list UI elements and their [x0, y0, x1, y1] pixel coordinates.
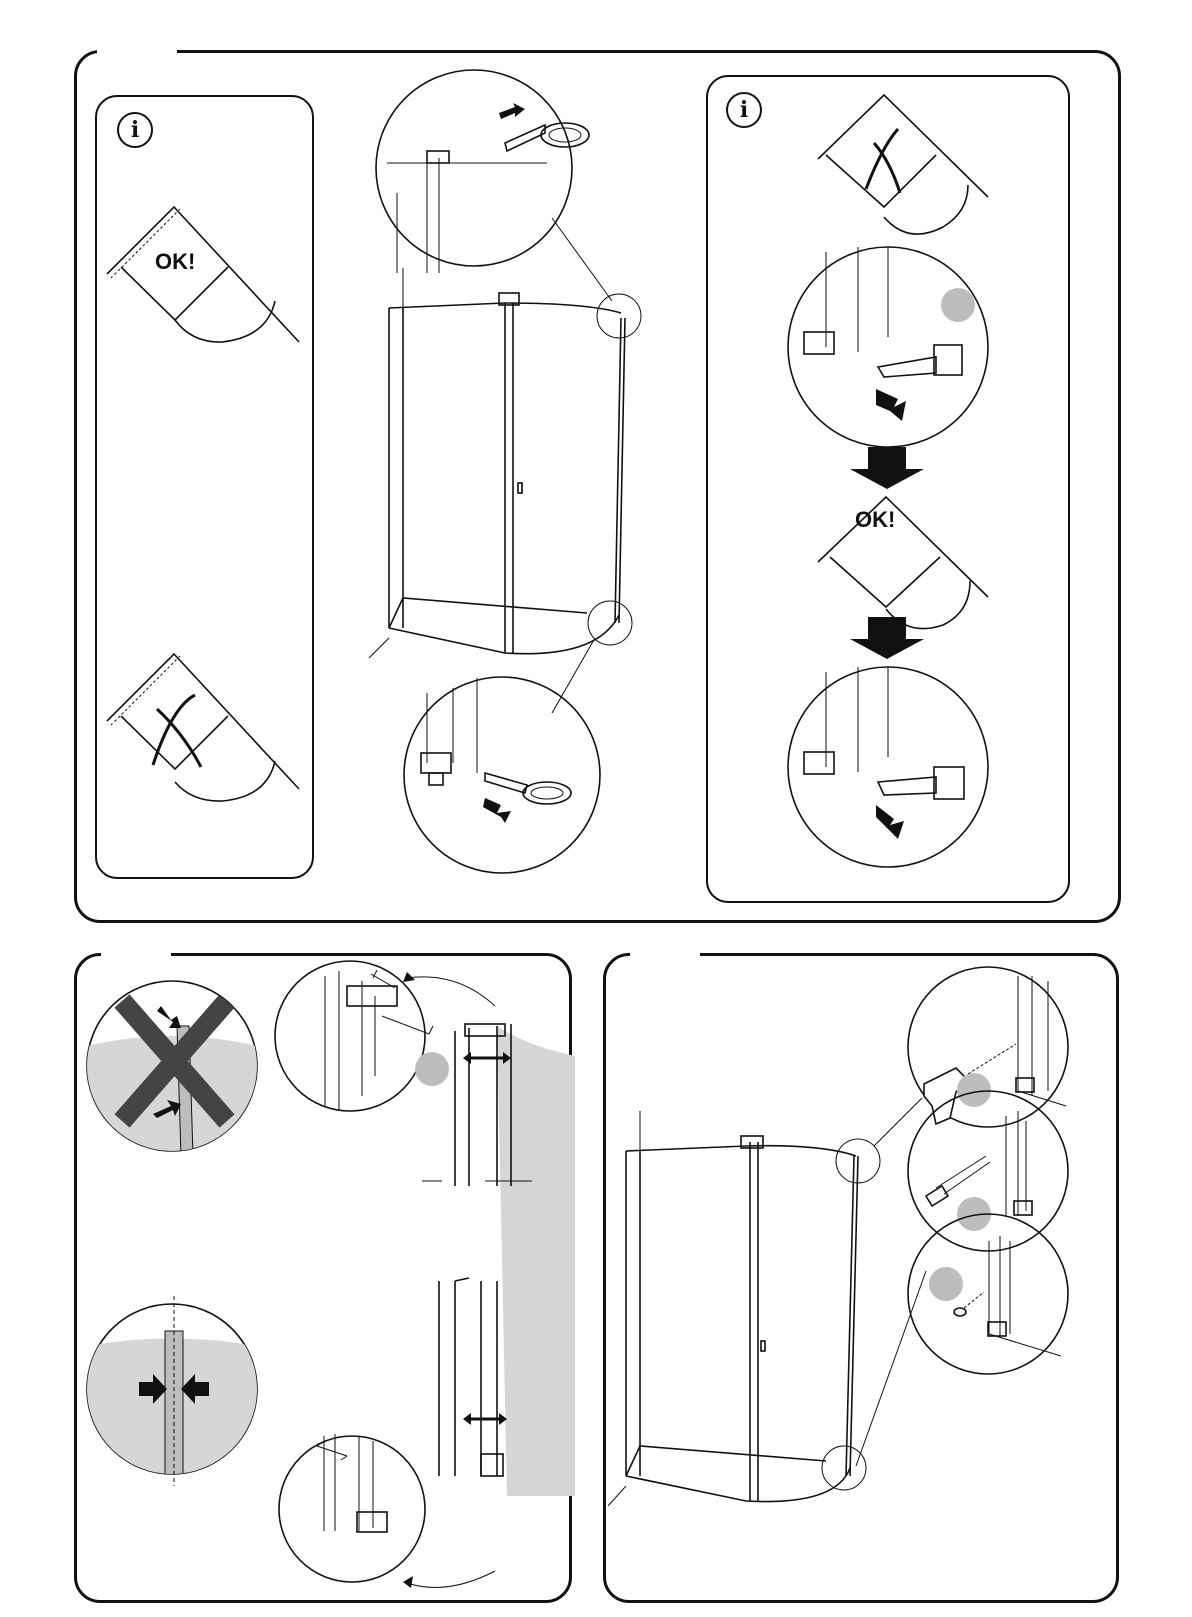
step-dot	[929, 1267, 963, 1301]
door-knob	[761, 1341, 765, 1351]
leader-bottom	[552, 638, 595, 713]
wedge-tool	[878, 777, 936, 795]
seal-adjustment-drawing	[77, 956, 575, 1606]
dowel-detail	[908, 1091, 1068, 1251]
detail-circle-bottom	[404, 677, 600, 873]
profile-lines-top	[387, 158, 547, 273]
enclosure-frame	[369, 268, 625, 658]
cap-detail	[908, 1214, 1068, 1374]
wedge-tool-handle	[934, 345, 962, 375]
step-dot	[415, 1052, 449, 1086]
profile-detail-bottom	[421, 678, 477, 785]
detail-circle-top	[376, 70, 572, 266]
leader-b	[856, 1271, 926, 1466]
callout-circle-top	[597, 294, 641, 338]
drill-detail	[908, 967, 1068, 1127]
bottom-left-panel	[74, 953, 572, 1603]
profile-foot	[804, 752, 834, 774]
corner-wrong-diagram	[97, 97, 316, 881]
cover-cap-icon	[954, 1308, 966, 1316]
top-panel: i OK!	[74, 50, 1121, 923]
seal-wrong-detail	[87, 981, 257, 1156]
corner-wrong-diagram	[818, 95, 988, 234]
wall-fixing-drawing	[606, 956, 1122, 1606]
enclosure-drawing	[367, 63, 687, 873]
seal-profile-lower	[439, 1271, 575, 1476]
step-dot	[941, 288, 975, 322]
leader-top	[552, 218, 612, 301]
corner-ok-diagram	[818, 497, 988, 629]
bottom-right-panel	[603, 953, 1119, 1603]
handle-tool-bottom	[483, 773, 571, 823]
profile-foot	[804, 332, 834, 354]
arrow-push-in	[876, 389, 906, 421]
arrow-pull-out	[876, 805, 904, 839]
info-box-right: i OK!	[706, 75, 1070, 903]
arrow-pinch-top	[157, 1006, 181, 1028]
seal-correct-detail	[87, 1296, 257, 1486]
seal-profile-detail-bottom	[279, 1434, 495, 1588]
down-arrow-2	[850, 617, 924, 659]
seal-profile-detail-top	[275, 961, 495, 1111]
adjustment-sequence	[708, 77, 1072, 905]
profile-cap-top	[427, 151, 449, 163]
enclosure-frame	[608, 1111, 858, 1506]
door-knob	[518, 483, 522, 493]
wedge-tool-handle	[934, 767, 964, 799]
panel-title-tab	[97, 49, 177, 57]
info-box-left: i OK!	[95, 95, 314, 879]
wedge-tool	[878, 357, 936, 377]
down-arrow-1	[850, 447, 924, 489]
handle-tool-top	[499, 103, 589, 151]
callout-circle-bottom	[822, 1446, 866, 1490]
step-dot	[957, 1073, 991, 1107]
